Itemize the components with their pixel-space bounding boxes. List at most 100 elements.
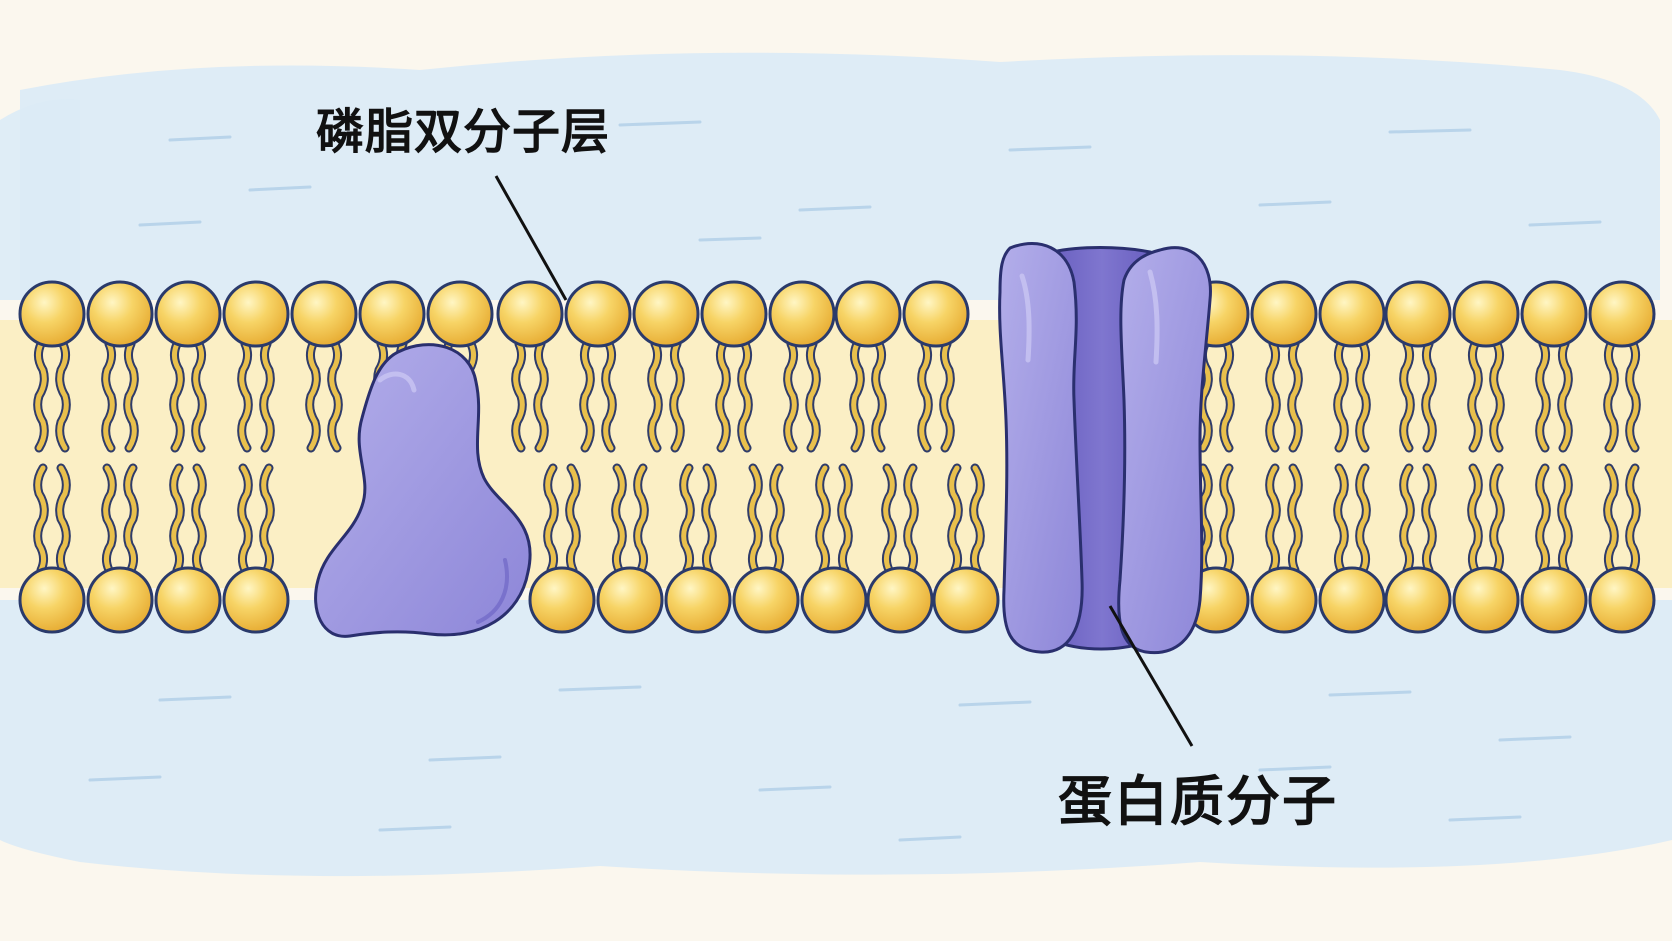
lipid-tail-fill: [1627, 341, 1639, 451]
water-streak: [1448, 815, 1522, 822]
lipid-tail-fill: [239, 341, 251, 451]
phospholipid-icon: [154, 280, 222, 348]
lipid-tail-fill: [535, 341, 547, 451]
phospholipid-icon: [1384, 566, 1452, 634]
lipid-tail-fill: [1289, 465, 1301, 573]
lipid-tail-fill: [567, 465, 579, 573]
water-streak: [1258, 200, 1332, 207]
lipid-tail-fill: [603, 341, 615, 451]
phospholipid-icon: [1318, 566, 1386, 634]
channel-protein-icon: [998, 242, 1212, 655]
lipid-tail-fill: [771, 465, 783, 573]
phospholipid-icon: [564, 280, 632, 348]
lipid-tail-fill: [807, 341, 819, 451]
phospholipid-icon: [1250, 280, 1318, 348]
lipid-tail-fill: [513, 341, 525, 451]
lipid-tail-fill: [971, 465, 983, 573]
water-streak: [958, 700, 1032, 707]
lipid-tail-fill: [739, 341, 751, 451]
lipid-tail-fill: [125, 465, 137, 573]
phospholipid-icon: [732, 566, 800, 634]
lipid-tails-fill: [35, 341, 1639, 573]
lipid-leader-line: [494, 175, 568, 301]
phospholipid-icon: [18, 566, 86, 634]
water-streak: [898, 835, 962, 842]
water-streak: [1528, 220, 1602, 227]
phospholipid-icon: [290, 280, 358, 348]
lipid-tail-fill: [103, 465, 115, 573]
water-streak: [698, 236, 762, 242]
phospholipid-icon: [496, 280, 564, 348]
lipid-tail-fill: [261, 465, 273, 573]
lipid-tail-fill: [717, 341, 729, 451]
phospholipid-icon: [664, 566, 732, 634]
water-streak: [558, 685, 642, 692]
lipid-tail-fill: [1221, 341, 1233, 451]
lipid-tail-fill: [1491, 465, 1503, 573]
lipid-tail-fill: [1357, 465, 1369, 573]
lipid-tail-fill: [1335, 341, 1347, 451]
lipid-tail-fill: [1605, 465, 1617, 573]
lipid-tail-fill: [1469, 465, 1481, 573]
lipid-tail-fill: [1491, 341, 1503, 451]
lipid-tail-fill: [613, 465, 625, 573]
water-streak: [88, 775, 162, 782]
lipid-tail-fill: [35, 341, 47, 451]
lipid-tail-fill: [817, 465, 829, 573]
lipid-tail-fill: [1401, 341, 1413, 451]
protein-molecule-label: 蛋白质分子: [1058, 770, 1338, 833]
phospholipid-icon: [834, 280, 902, 348]
lipid-tail-fill: [1423, 341, 1435, 451]
lipid-tail-fill: [671, 341, 683, 451]
water-streak: [798, 205, 872, 212]
lipid-tail-fill: [1335, 465, 1347, 573]
lipid-tail-fill: [1537, 465, 1549, 573]
phospholipid-icon: [700, 280, 768, 348]
lipid-tail-fill: [35, 465, 47, 573]
lipid-tail-fill: [307, 341, 319, 451]
lipid-tail-fill: [851, 341, 863, 451]
lipid-tail-fill: [1401, 465, 1413, 573]
water-streak: [1008, 145, 1092, 152]
phospholipid-icon: [1452, 566, 1520, 634]
phospholipid-icon: [1588, 566, 1656, 634]
lipid-tail-fill: [545, 465, 557, 573]
lipid-tail-fill: [57, 341, 69, 451]
lipid-tail-fill: [171, 341, 183, 451]
phospholipid-icon: [358, 280, 426, 348]
water-streak: [618, 120, 702, 127]
phospholipid-icon: [222, 280, 290, 348]
lipid-bilayer-label: 磷脂双分子层: [316, 104, 611, 160]
globular-protein-icon: [314, 343, 532, 638]
phospholipid-icon: [86, 566, 154, 634]
water-streak: [1388, 128, 1472, 134]
water-streak: [378, 825, 452, 832]
lipid-tail-fill: [239, 465, 251, 573]
water-streaks: [88, 120, 1602, 842]
phospholipid-icon: [1384, 280, 1452, 348]
phospholipid-icon: [528, 566, 596, 634]
lipid-tail-fill: [919, 341, 931, 451]
phospholipid-icon: [902, 280, 970, 348]
lipid-tail-fill: [1559, 465, 1571, 573]
phospholipid-icon: [1588, 280, 1656, 348]
phospholipid-icon: [18, 280, 86, 348]
phospholipid-icon: [1520, 566, 1588, 634]
lipid-tail-fill: [1357, 341, 1369, 451]
water-streak: [428, 755, 502, 762]
phospholipid-icon: [222, 566, 290, 634]
phospholipid-icon: [632, 280, 700, 348]
intracellular-water: [0, 600, 1672, 877]
lipid-tail-fill: [57, 465, 69, 573]
lipid-heads: [18, 280, 1656, 634]
lipid-tail-fill: [1199, 465, 1211, 573]
lipid-tail-fill: [873, 341, 885, 451]
lipid-tail-fill: [171, 465, 183, 573]
lipid-tail-fill: [1627, 465, 1639, 573]
extracellular-water: [0, 52, 1660, 300]
lipid-tail-fill: [681, 465, 693, 573]
lipid-tail-fill: [1423, 465, 1435, 573]
phospholipid-icon: [426, 280, 494, 348]
